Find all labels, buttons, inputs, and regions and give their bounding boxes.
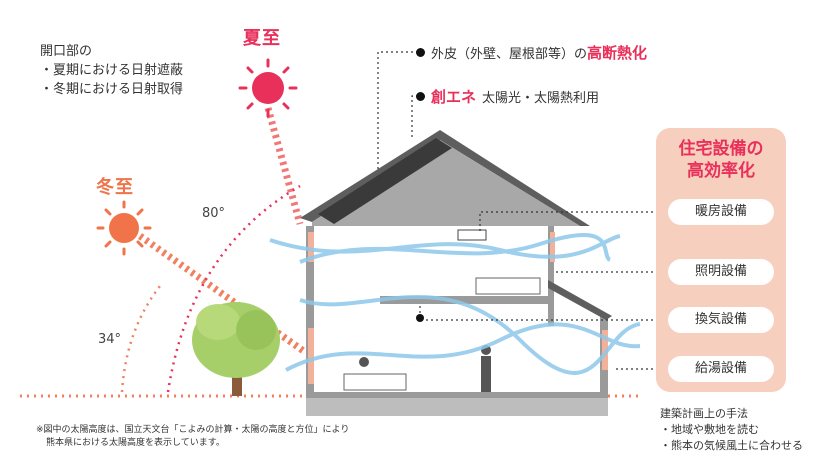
footnote-line2: 熊本県における太陽高度を表示しています。 (46, 438, 225, 448)
notes-item-site: ・地域や敷地を読む (660, 423, 759, 436)
intro-item-summer: ・夏期における日射遮蔽 (40, 63, 184, 78)
winter-solstice-label: 冬至 (96, 177, 134, 198)
summer-angle-label: 80° (202, 206, 226, 221)
envelope-highlight: 高断熱化 (587, 44, 648, 62)
planning-notes: 建築計画上の手法 ・地域や敷地を読む ・熊本の気候風土に合わせる (660, 406, 803, 454)
notes-item-climate: ・熊本の気候風土に合わせる (660, 439, 803, 452)
footnote-line1: ※図中の太陽高度は、国立天文台「こよみの計算・太陽の高度と方位」により (36, 425, 350, 435)
summer-angle-arc (166, 184, 301, 393)
bullet-dot-icon (416, 48, 425, 57)
house-section (300, 130, 612, 416)
envelope-callout: 外皮（外壁、屋根部等）の 高断熱化 (416, 42, 647, 63)
winter-sun-icon (96, 200, 152, 256)
footnote: ※図中の太陽高度は、国立天文台「こよみの計算・太陽の高度と方位」により 熊本県に… (36, 424, 349, 450)
envelope-text: 外皮（外壁、屋根部等）の (431, 47, 588, 62)
equipment-heating: 暖房設備 (668, 199, 774, 225)
opening-intro: 開口部の ・夏期における日射遮蔽 ・冬期における日射取得 (40, 42, 183, 99)
winter-angle-label: 34° (98, 332, 122, 347)
equipment-hot-water: 給湯設備 (668, 356, 774, 382)
panel-title-line2: 高効率化 (687, 161, 755, 181)
equipment-ventilation: 換気設備 (668, 307, 774, 333)
winter-angle-arc (120, 285, 161, 393)
equipment-lighting: 照明設備 (668, 259, 774, 285)
energy-callout: 創エネ 太陽光・太陽熱利用 (416, 86, 599, 107)
summer-sun-ray (264, 107, 304, 225)
intro-item-winter: ・冬期における日射取得 (40, 82, 184, 97)
energy-highlight: 創エネ (431, 88, 477, 106)
panel-title: 住宅設備の 高効率化 (656, 138, 786, 182)
tree-illustration (192, 302, 280, 396)
summer-sun-icon (238, 58, 298, 118)
bullet-dot-icon (416, 92, 425, 101)
panel-title-line1: 住宅設備の (678, 139, 764, 159)
summer-solstice-label: 夏至 (243, 28, 281, 49)
energy-text: 太陽光・太陽熱利用 (482, 91, 600, 106)
intro-heading: 開口部の (40, 44, 93, 59)
callout-dot-lighting (416, 314, 424, 322)
airflow-lines (269, 232, 641, 375)
notes-title: 建築計画上の手法 (660, 407, 748, 420)
